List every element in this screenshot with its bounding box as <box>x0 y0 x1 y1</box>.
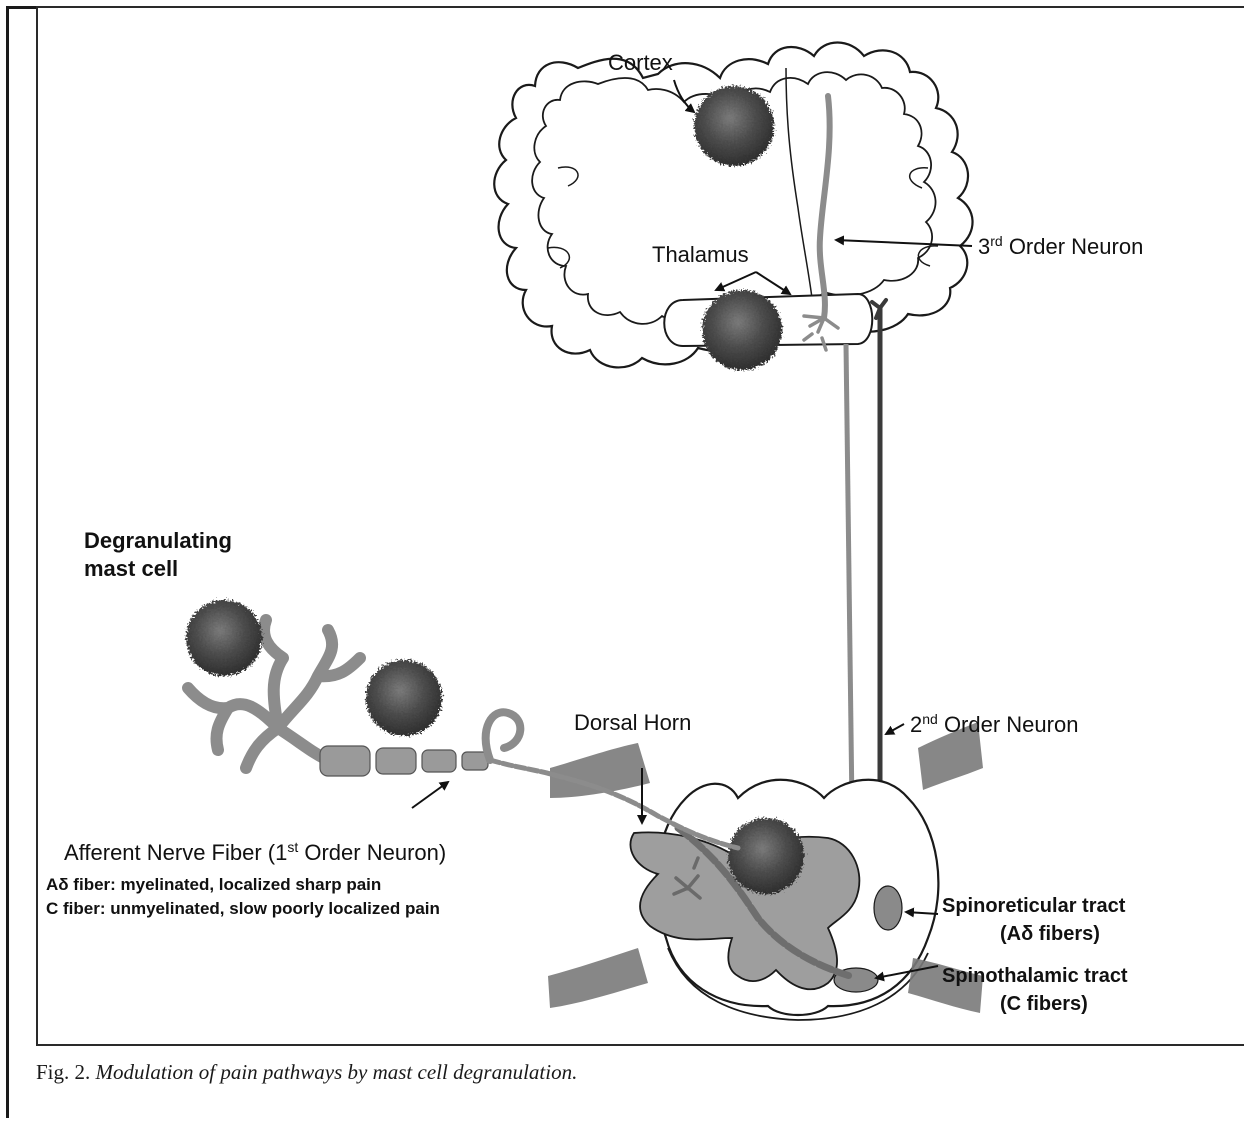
myelin-segments <box>320 746 488 776</box>
c-fiber-label: C fiber: unmyelinated, slow poorly local… <box>46 899 440 918</box>
spinothalamic-tract-label-line2: (C fibers) <box>1000 993 1088 1015</box>
ventral-root-left <box>548 948 648 1008</box>
spinoreticular-tract-label-line1: Spinoreticular tract <box>942 895 1126 917</box>
afferent-nerve-fiber-label: Afferent Nerve Fiber (1st Order Neuron) <box>64 839 446 865</box>
degranulating-mast-cell-label-line2: mast cell <box>84 556 178 581</box>
nerve-loop <box>486 712 521 760</box>
spinothalamic-tract-label-line1: Spinothalamic tract <box>942 965 1128 987</box>
spinoreticular-patch <box>874 886 902 930</box>
afferent-arrow <box>412 782 448 808</box>
caption-title: Modulation of pain pathways by mast cell… <box>96 1060 578 1084</box>
diagram-panel: Cortex Thalamus 3rd Order Neuron Degranu… <box>36 6 1244 1046</box>
thalamus-label: Thalamus <box>652 242 749 267</box>
caption-prefix: Fig. 2. <box>36 1060 90 1084</box>
second-order-arrow <box>886 724 904 734</box>
cortex-label: Cortex <box>608 50 673 75</box>
mast-cell-thalamus <box>702 290 782 370</box>
mast-cell-dorsal-horn <box>728 818 804 894</box>
mast-cell-periphery-right <box>366 660 442 736</box>
mast-cell-periphery-left <box>186 600 262 676</box>
second-order-neuron-label: 2nd Order Neuron <box>910 711 1078 737</box>
spinal-cord <box>630 780 938 1020</box>
pain-pathway-diagram: Cortex Thalamus 3rd Order Neuron Degranu… <box>38 8 1244 1046</box>
third-order-neuron-label: 3rd Order Neuron <box>978 233 1143 259</box>
dorsal-horn-label: Dorsal Horn <box>574 710 691 735</box>
figure-caption: Fig. 2. Modulation of pain pathways by m… <box>36 1052 1236 1092</box>
mast-cell-cortex <box>694 86 774 166</box>
a-delta-fiber-label: Aδ fiber: myelinated, localized sharp pa… <box>46 875 381 894</box>
degranulating-mast-cell-label-line1: Degranulating <box>84 528 232 553</box>
spinoreticular-tract-label-line2: (Aδ fibers) <box>1000 923 1100 945</box>
